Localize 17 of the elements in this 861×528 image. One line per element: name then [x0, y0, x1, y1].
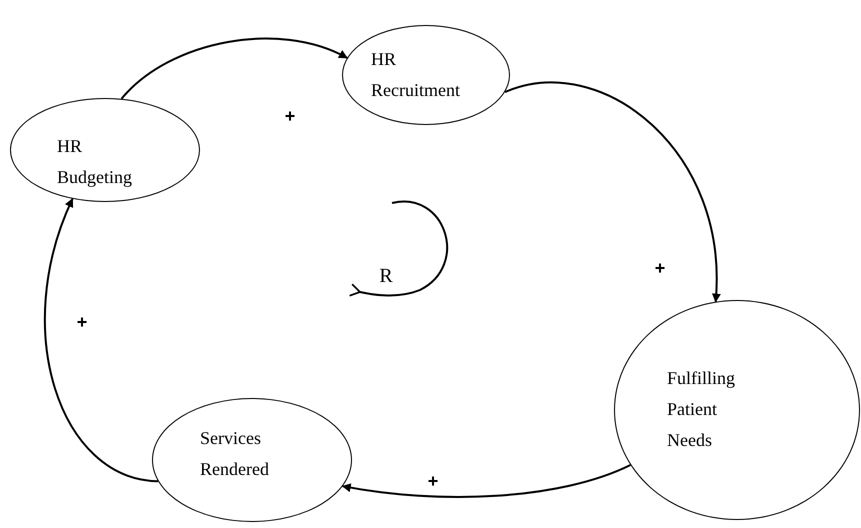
ellipse-node	[342, 25, 510, 125]
node-label: HR Recruitment	[371, 48, 461, 102]
edge-label: +	[284, 107, 296, 125]
edge-label: +	[428, 472, 438, 490]
ellipse-node	[10, 98, 200, 202]
node-label: Fulfilling Patient Needs	[667, 367, 736, 452]
ellipse-node	[152, 398, 352, 522]
arrow	[504, 82, 720, 303]
ellipse-node	[614, 300, 860, 520]
loop-label: R	[379, 266, 393, 286]
node-label: HR Budgeting	[57, 135, 133, 189]
edge-label: +	[76, 313, 88, 331]
arrow	[44, 198, 158, 482]
edge-label: +	[654, 259, 666, 277]
arrow	[120, 38, 348, 100]
node-label: Services Rendered	[200, 427, 270, 481]
arrow	[342, 464, 631, 498]
